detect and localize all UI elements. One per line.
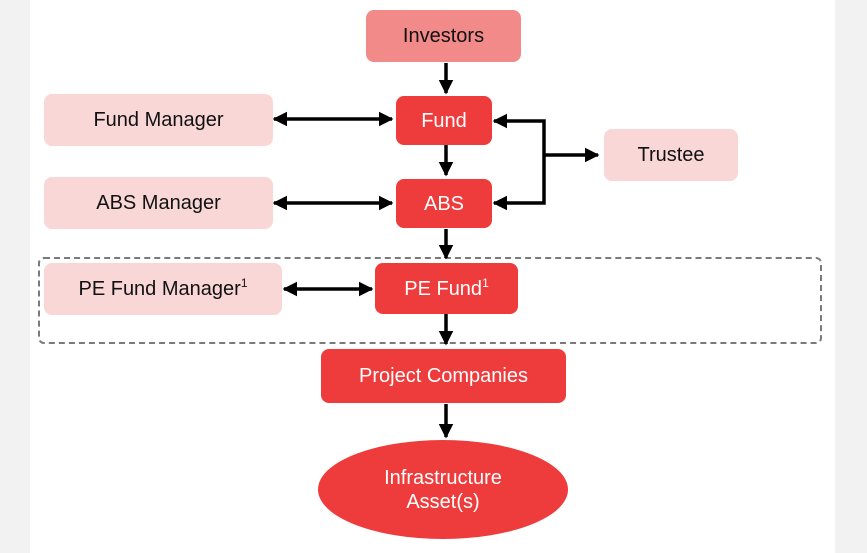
trustee-node: Trustee (604, 129, 738, 181)
infrastructure-asset-node: Infrastructure Asset(s) (318, 440, 568, 539)
fund-manager-node: Fund Manager (44, 94, 273, 146)
investors-node: Investors (366, 10, 521, 62)
pe-fund-footnote: 1 (482, 275, 489, 290)
arrow-trustee-to-fund (492, 113, 546, 155)
pe-fund-manager-node: PE Fund Manager1 (44, 263, 282, 315)
pe-fund-manager-footnote: 1 (240, 276, 248, 290)
pe-fund-label: PE Fund1 (404, 277, 489, 301)
abs-node: ABS (396, 179, 492, 228)
abs-manager-label: ABS Manager (96, 192, 221, 214)
pe-fund-dashed-group (38, 257, 822, 344)
pe-fund-node: PE Fund1 (375, 263, 518, 314)
pe-fund-manager-label: PE Fund Manager1 (78, 277, 247, 301)
fund-manager-label: Fund Manager (93, 109, 224, 131)
pe-fund-text: PE Fund (404, 277, 483, 300)
project-companies-label: Project Companies (359, 365, 528, 387)
investors-label: Investors (402, 25, 485, 47)
trustee-label: Trustee (637, 144, 705, 166)
abs-label: ABS (423, 192, 465, 215)
infrastructure-asset-line1: Infrastructure (384, 466, 502, 489)
pe-fund-manager-text: PE Fund Manager (78, 278, 241, 300)
arrow-trustee-to-abs (492, 155, 546, 211)
abs-manager-node: ABS Manager (44, 177, 273, 229)
infrastructure-asset-line2: Asset(s) (406, 490, 480, 513)
fund-label: Fund (421, 109, 467, 132)
fund-node: Fund (396, 96, 492, 145)
project-companies-node: Project Companies (321, 349, 566, 403)
